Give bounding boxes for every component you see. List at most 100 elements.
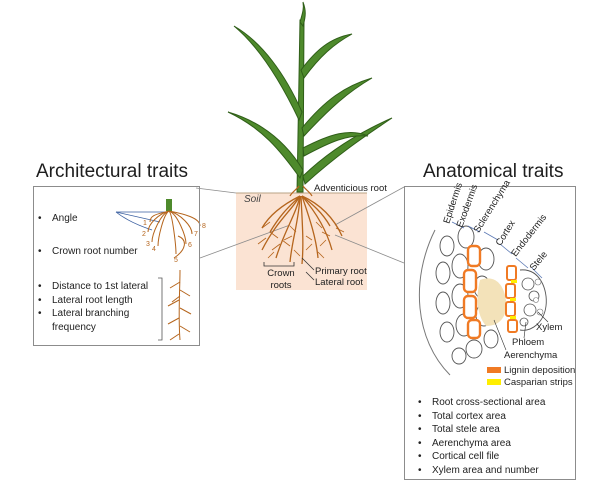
crown-root [301, 195, 331, 227]
soil-label: Soil [244, 194, 261, 205]
adventicious-root-label: Adventicious root [314, 183, 387, 194]
root-number: 1 [143, 220, 147, 227]
tissue-bracket [467, 225, 481, 233]
lateral-root [283, 235, 293, 241]
xylem-vessel [523, 303, 537, 317]
lateral-branch [167, 317, 180, 325]
trait-distance-first-lateral: Distance to 1st lateral [36, 280, 158, 294]
root-number: 2 [142, 231, 146, 238]
curved-arrow [173, 235, 185, 259]
bracket-lateral [158, 277, 163, 341]
trait-item: Aerenchyma area [416, 437, 574, 451]
lateral-root [319, 239, 327, 247]
lateral-trait-list: Distance to 1st lateral Lateral root len… [36, 280, 158, 334]
lateral-branch [171, 295, 181, 303]
trait-item: Root cross-sectional area [416, 396, 574, 410]
lateral-root [321, 231, 331, 237]
sketch-root [151, 210, 170, 243]
root-number: 8 [202, 223, 206, 230]
label-phloem: Phloem [512, 337, 545, 348]
phloem-cell [533, 297, 539, 303]
lateral-root [257, 237, 267, 245]
crown-root-list: Crown root number [36, 245, 156, 259]
lateral-root-sketch [167, 269, 192, 341]
crown-root [301, 195, 319, 259]
lateral-root [281, 239, 291, 247]
root-cross-section [418, 221, 549, 376]
casparian-strip [510, 298, 516, 301]
trait-crown-root-number: Crown root number [36, 245, 156, 259]
architectural-panel [33, 186, 200, 346]
leaf [302, 117, 393, 185]
crown-root [301, 195, 343, 237]
crown-root [301, 195, 333, 251]
lignified-cell [466, 318, 482, 340]
legend-casparian-swatch [487, 379, 501, 385]
casparian-strip [510, 316, 516, 319]
lignified-cell [466, 244, 482, 268]
label-xylem: Xylem [536, 322, 563, 333]
sketch-root [157, 210, 170, 247]
lateral-root [317, 251, 325, 259]
angle-list: Angle [36, 212, 126, 226]
trait-angle: Angle [36, 212, 126, 226]
lateral-root [315, 221, 323, 229]
trait-item: Xylem area and number [416, 464, 574, 478]
trait-item: Total stele area [416, 423, 574, 437]
lateral-root [305, 243, 313, 251]
aerenchyma-area [477, 278, 507, 326]
root-number: 5 [174, 257, 178, 264]
cortex-cell [465, 339, 483, 359]
plant-shoot [227, 1, 393, 193]
root-number: 7 [194, 231, 198, 238]
cortex-cell [457, 225, 475, 249]
tissue-bracket [515, 257, 529, 269]
leaf [300, 33, 353, 80]
crown-root [261, 195, 301, 229]
bracket-crown-roots [263, 262, 295, 267]
primary-root-label: Primary root [315, 266, 367, 277]
legend-lignin-swatch [487, 367, 501, 373]
leaf [227, 111, 304, 180]
connector-left-top [195, 187, 237, 194]
lateral-root [269, 231, 279, 239]
lateral-root [305, 235, 313, 241]
lateral-root [335, 227, 345, 233]
phloem-cell [536, 308, 544, 316]
root-number: 6 [188, 242, 192, 249]
lateral-branch [179, 307, 192, 315]
epidermis-edge [418, 229, 451, 376]
lignified-cell [462, 294, 478, 320]
pointer-lateral-root [305, 271, 315, 281]
xylem-pointer [537, 311, 549, 323]
trait-lateral-root-length: Lateral root length [36, 294, 158, 308]
connector-right-bottom [334, 234, 405, 264]
adventicious-roots [289, 185, 313, 197]
lateral-root [271, 243, 281, 251]
lateral-root [267, 251, 275, 259]
lateral-root [293, 249, 301, 257]
leaf [299, 1, 306, 28]
trait-item: Total cortex area [416, 410, 574, 424]
anatomical-traits-heading: Anatomical traits [423, 161, 564, 182]
aerenchyma-pointer [493, 319, 507, 351]
lateral-root [261, 221, 271, 229]
tissue-bracket [451, 221, 465, 229]
crown-root [275, 195, 301, 259]
xylem-vessel [521, 277, 535, 291]
crown-root [289, 195, 301, 263]
crown-root [269, 195, 301, 233]
leaf [301, 77, 373, 138]
legend-casparian-label: Casparian strips [504, 377, 573, 388]
cortex-cell [439, 235, 455, 257]
connector-right-top [334, 186, 405, 226]
tissue-bracket [499, 243, 513, 255]
cortex-cell [451, 347, 467, 365]
lateral-root [289, 225, 297, 233]
leaf [302, 131, 369, 157]
phloem-cell [534, 278, 542, 286]
crown-roots-label: Crown roots [267, 268, 295, 291]
endodermis-cell [507, 319, 518, 333]
lateral-branch [167, 299, 180, 307]
